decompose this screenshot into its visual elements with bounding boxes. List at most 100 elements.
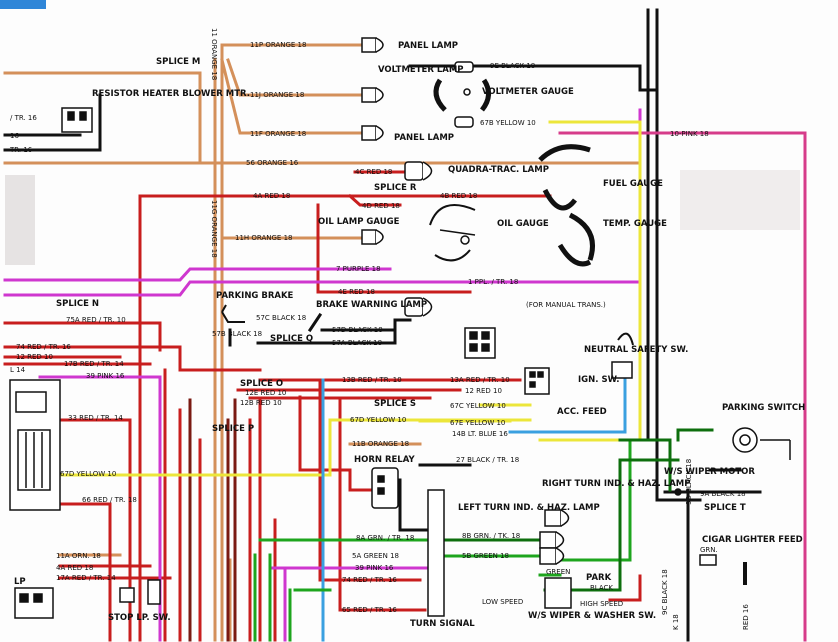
oil-lamp <box>361 229 384 245</box>
brake-warning-lamp <box>404 297 433 317</box>
wire-label: 8B GRN. / TK. 18 <box>462 532 520 540</box>
turn-signal-switch <box>427 489 445 617</box>
label-stop-lp: STOP LP. SW. <box>108 613 171 623</box>
wire-label: 12B RED 10 <box>240 399 282 407</box>
wire-label: 67D YELLOW 10 <box>350 416 406 424</box>
voltmeter-gauge-body <box>433 61 491 128</box>
wire-label: 9D BLACK 18 <box>685 459 693 505</box>
resistor-block <box>61 107 93 133</box>
wire-label: 39 PINK 16 <box>86 372 125 380</box>
splice-labels: SPLICE M SPLICE R SPLICE N SPLICE Q SPLI… <box>56 57 746 513</box>
wire-label: K 18 <box>672 614 680 630</box>
pink-wires <box>558 131 807 642</box>
label-panel-lamp-2: PANEL LAMP <box>394 133 454 143</box>
wire-label: 16 <box>10 132 19 140</box>
label-oil-lamp-gauge: OIL LAMP GAUGE <box>318 217 400 227</box>
components-shapes <box>5 37 800 619</box>
neutral-safety-switch <box>611 332 634 379</box>
label-ws-wiper-washer: W/S WIPER & WASHER SW. <box>528 611 656 621</box>
wire-label: 74 RED / TR. 16 <box>16 343 71 351</box>
green-wires <box>253 438 632 642</box>
parking-brake-switch <box>221 304 245 323</box>
wire-label: 33 RED / TR. 14 <box>68 414 123 422</box>
label-splice-n: SPLICE N <box>56 299 99 309</box>
wire-label: 56 ORANGE 16 <box>246 159 299 167</box>
wire-label: 57C BLACK 18 <box>256 314 306 322</box>
label-ws-wiper-motor: W/S WIPER MOTOR <box>664 467 755 477</box>
label-lp: LP <box>14 577 26 587</box>
darkgreen-wires <box>438 428 714 592</box>
stop-lamp-switch <box>119 579 161 605</box>
wire-label: 11A ORN. 18 <box>56 552 101 560</box>
wire-label: 74 RED / TR. 16 <box>342 576 397 584</box>
wire-label: 75A RED / TR. 10 <box>66 316 126 324</box>
label-parking-brake: PARKING BRAKE <box>216 291 294 301</box>
wire-label: 9C BLACK 18 <box>661 569 669 615</box>
label-temp-gauge: TEMP. GAUGE <box>603 219 667 229</box>
label-horn-relay: HORN RELAY <box>354 455 415 465</box>
blue-wires <box>321 376 627 642</box>
wire-label: 10-PINK 18 <box>670 130 709 138</box>
wire-label: 57A BLACK 18 <box>332 339 382 347</box>
label-high-speed: HIGH SPEED <box>580 600 623 608</box>
label-voltmeter-lamp: VOLTMETER LAMP <box>378 65 464 75</box>
label-left-turn: LEFT TURN IND. & HAZ. LAMP <box>458 503 600 513</box>
wire-label: 11H ORANGE 18 <box>235 234 293 242</box>
wire-label: 4B RED 18 <box>440 192 477 200</box>
wiper-motor <box>732 427 791 460</box>
wire-label: 13B RED / TR. 10 <box>342 376 402 384</box>
splice-t-dot <box>674 488 682 496</box>
wire-label: / TR. 16 <box>10 114 37 122</box>
wire-label: 5B GREEN 18 <box>462 552 509 560</box>
wire-label: 57B BLACK 18 <box>212 330 262 338</box>
label-right-turn: RIGHT TURN IND. & HAZ. LAMP <box>542 479 691 489</box>
label-ign-sw: IGN. SW. <box>578 375 619 385</box>
label-splice-p: SPLICE P <box>212 424 254 434</box>
darkred-wires <box>188 398 237 642</box>
wire-label: 4A RED 18 <box>253 192 290 200</box>
wire-label: 4C RED 18 <box>355 168 392 176</box>
label-manual-trans: (FOR MANUAL TRANS.) <box>526 301 606 309</box>
wire-label: 11J ORANGE 18 <box>250 91 304 99</box>
label-oil-gauge: OIL GAUGE <box>497 219 549 229</box>
wire-label: TR. 16 <box>9 146 33 154</box>
label-resistor: RESISTOR HEATER BLOWER MTR. <box>92 89 250 99</box>
wire-label: 12E RED 10 <box>245 389 286 397</box>
label-splice-t: SPLICE T <box>704 503 746 513</box>
label-low-speed: LOW SPEED <box>482 598 523 606</box>
wire-label: 13A RED / TR. 10 <box>450 376 510 384</box>
wire-label: 1 PPL. / TR. 18 <box>468 278 518 286</box>
wire-label: 4A RED 18 <box>56 564 93 572</box>
panel-lamp-top-bulb <box>361 37 384 53</box>
wire-label: 11P ORANGE 18 <box>250 41 306 49</box>
wire-label: 57D BLACK 18 <box>332 326 383 334</box>
label-quadra-trac: QUADRA-TRAC. LAMP <box>448 165 549 175</box>
yellow-wires <box>58 120 642 477</box>
label-green: GREEN <box>546 568 570 576</box>
wire-labels: 11P ORANGE 18 11J ORANGE 18 11F ORANGE 1… <box>9 28 750 630</box>
label-splice-s: SPLICE S <box>374 399 416 409</box>
ignition-switch <box>524 367 550 395</box>
connector-block-center <box>464 327 496 359</box>
wire-label: RED 16 <box>742 604 750 630</box>
fuel-temp-gauge <box>538 144 595 267</box>
wire-label: 65 RED / TR. 16 <box>342 606 397 614</box>
label-fuel-gauge: FUEL GAUGE <box>603 179 663 189</box>
wiper-switch-block <box>544 577 572 609</box>
wire-label: 4E RED 18 <box>338 288 375 296</box>
wire-label: 12 RED 10 <box>465 387 502 395</box>
label-splice-m: SPLICE M <box>156 57 200 67</box>
label-splice-r: SPLICE R <box>374 183 417 193</box>
wire-label: 9A BLACK 18 <box>700 490 746 498</box>
wire-label: 7 PURPLE 18 <box>336 265 381 273</box>
lp-block <box>14 587 54 619</box>
wire-label: 17A RED / TR. 14 <box>56 574 116 582</box>
label-parking-switch: PARKING SWITCH <box>722 403 805 413</box>
component-labels: PANEL LAMP VOLTMETER LAMP VOLTMETER GAUG… <box>14 41 805 629</box>
corner-tab <box>0 0 46 9</box>
voltmeter-lamp-bulb <box>361 87 384 103</box>
wire-label: 67C YELLOW 10 <box>450 402 506 410</box>
label-panel-lamp-top: PANEL LAMP <box>398 41 458 51</box>
